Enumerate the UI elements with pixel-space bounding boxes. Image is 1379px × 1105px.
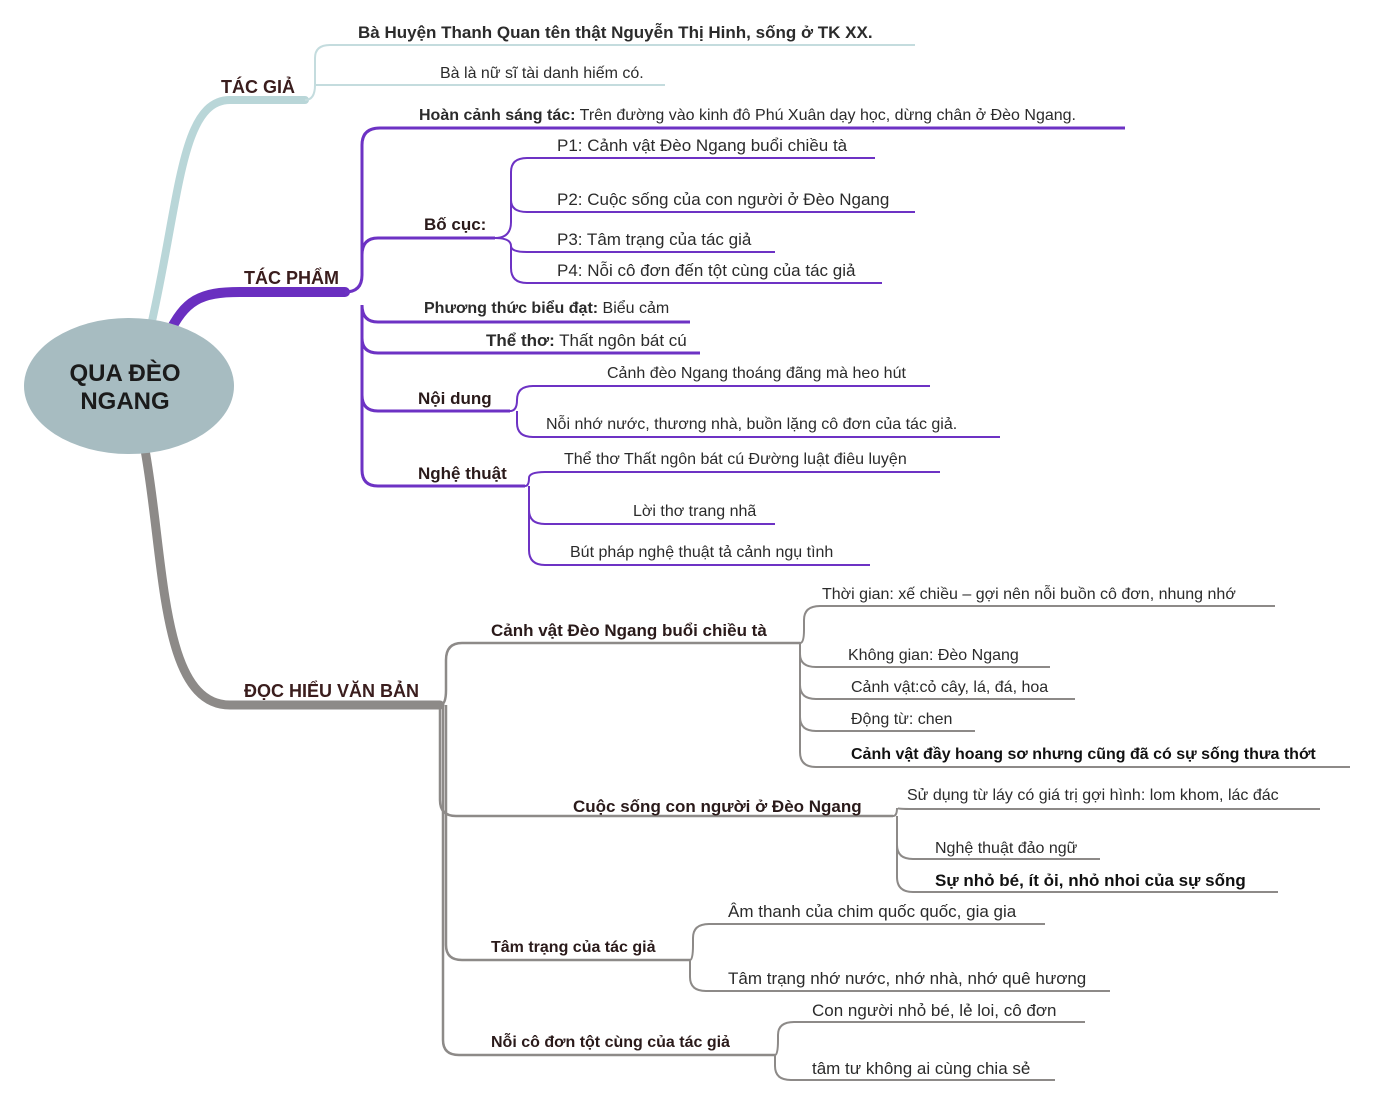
bo-cuc-label: Bố cục:: [424, 215, 487, 234]
cuoc-song-label: Cuộc sống con người ở Đèo Ngang: [573, 797, 862, 816]
root-node: [24, 318, 234, 454]
canh-vat-item: Thời gian: xế chiều – gợi nên nỗi buồn c…: [822, 586, 1236, 603]
bo-cuc-item: P4: Nỗi cô đơn đến tột cùng của tác giả: [557, 261, 856, 280]
nghe-thuat-item: Bút pháp nghệ thuật tả cảnh ngụ tình: [570, 544, 834, 561]
tam-trang-label: Tâm trạng của tác giả: [491, 939, 656, 956]
branch-tac-gia: TÁC GIẢ: [221, 77, 295, 97]
nghe-thuat-item: Thể thơ Thất ngôn bát cú Đường luật điêu…: [564, 451, 907, 468]
bo-cuc-item: P3: Tâm trạng của tác giả: [557, 230, 752, 249]
branch-doc-hieu: ĐỌC HIỂU VĂN BẢN: [244, 681, 420, 701]
cuoc-song-item: Sự nhỏ bé, ít ỏi, nhỏ nhoi của sự sống: [935, 871, 1246, 890]
noi-co-don-label: Nỗi cô đơn tột cùng của tác giả: [491, 1034, 730, 1051]
canh-vat-item: Cảnh vật:cỏ cây, lá, đá, hoa: [851, 679, 1049, 696]
canh-vat-item: Động từ: chen: [851, 711, 953, 728]
cuoc-song-item: Nghệ thuật đảo ngữ: [935, 840, 1078, 857]
noi-dung-label: Nội dung: [418, 389, 492, 408]
the-tho-value: Thất ngôn bát cú: [554, 331, 687, 350]
cuoc-song-item: Sử dụng từ láy có giá trị gợi hình: lom …: [907, 787, 1279, 804]
phuong-thuc-bieu-dat: Phương thức biểu đạt: Biểu cảm: [424, 299, 669, 319]
nghe-thuat-item: Lời thơ trang nhã: [633, 503, 757, 520]
tac-gia-item: Bà Huyện Thanh Quan tên thật Nguyễn Thị …: [358, 23, 873, 42]
hoan-canh-key: Hoàn cảnh sáng tác:: [419, 107, 576, 124]
phuong-thuc-key: Phương thức biểu đạt:: [424, 300, 599, 317]
hoan-canh-sang-tac: Hoàn cảnh sáng tác: Trên đường vào kinh …: [419, 106, 1076, 126]
tam-trang-item: Âm thanh của chim quốc quốc, gia gia: [728, 902, 1017, 921]
the-tho-key: Thể thơ:: [486, 331, 555, 350]
hoan-canh-value: Trên đường vào kinh đô Phú Xuân dạy học,…: [575, 107, 1076, 124]
noi-dung-item: Cảnh đèo Ngang thoáng đãng mà heo hút: [607, 365, 906, 382]
phuong-thuc-value: Biểu cảm: [598, 300, 670, 317]
canh-vat-item: Cảnh vật đầy hoang sơ nhưng cũng đã có s…: [851, 746, 1316, 763]
canh-vat-label: Cảnh vật Đèo Ngang buổi chiều tà: [491, 621, 767, 640]
bo-cuc-item: P2: Cuộc sống của con người ở Đèo Ngang: [557, 190, 890, 209]
branch-tac-pham: TÁC PHẨM: [244, 268, 339, 288]
noi-co-don-item: tâm tư không ai cùng chia sẻ: [812, 1059, 1031, 1078]
noi-co-don-item: Con người nhỏ bé, lẻ loi, cô đơn: [812, 1001, 1057, 1020]
canh-vat-item: Không gian: Đèo Ngang: [848, 647, 1019, 664]
nghe-thuat-label: Nghệ thuật: [418, 464, 507, 483]
tac-gia-item: Bà là nữ sĩ tài danh hiếm có.: [440, 65, 644, 82]
tam-trang-item: Tâm trạng nhớ nước, nhớ nhà, nhớ quê hươ…: [728, 969, 1087, 988]
bo-cuc-item: P1: Cảnh vật Đèo Ngang buổi chiều tà: [557, 136, 848, 155]
the-tho: Thể thơ: Thất ngôn bát cú: [486, 331, 687, 351]
root-title: QUA ĐÈO NGANG: [69, 360, 181, 415]
noi-dung-item: Nỗi nhớ nước, thương nhà, buồn lặng cô đ…: [546, 416, 958, 433]
